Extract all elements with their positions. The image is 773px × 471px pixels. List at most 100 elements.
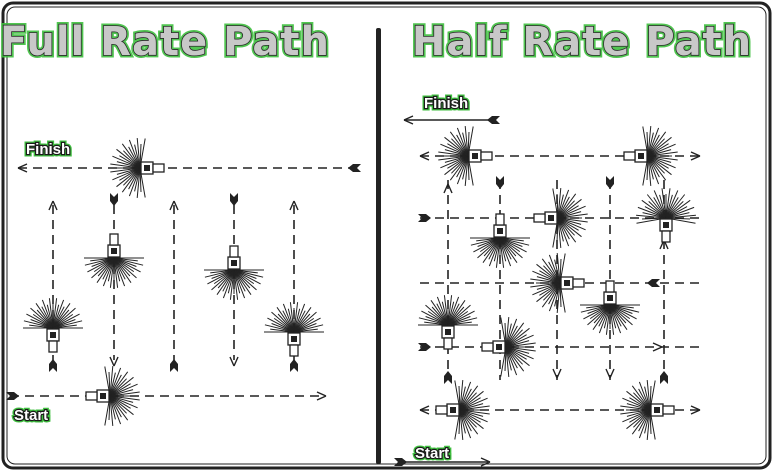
spray-stream [418, 317, 449, 326]
sprayer-core [607, 295, 613, 301]
spray-stream [462, 132, 469, 157]
sprayer-icon [438, 126, 493, 186]
sprayer-icon [264, 302, 324, 357]
spray-stream [499, 237, 523, 259]
spray-stream [622, 397, 651, 411]
spray-stream [116, 161, 141, 169]
arrowhead-stroke [690, 151, 701, 161]
spray-stream [459, 409, 472, 432]
sprayer-icon [620, 380, 675, 440]
sprayer-core [497, 228, 503, 234]
spray-stream [557, 217, 586, 231]
spray-stream [665, 206, 688, 219]
spray-stream [505, 346, 523, 365]
spray-stream [626, 409, 651, 417]
spray-stream [557, 198, 582, 219]
spray-stream [505, 318, 518, 348]
spray-stream [647, 149, 672, 157]
spray-stream [233, 269, 252, 295]
spray-stream [505, 346, 536, 352]
spray-stream [459, 392, 477, 411]
spray-stream [557, 217, 582, 238]
spray-stream [665, 206, 695, 219]
spray-stream [556, 253, 561, 284]
spray-stream [626, 409, 651, 430]
arrowhead-stroke [552, 368, 562, 379]
fletching-icon [49, 359, 57, 372]
full-finish-label: Finish [26, 141, 70, 158]
spray-stream [447, 295, 453, 326]
spray-stream [52, 307, 76, 329]
spray-stream [459, 397, 481, 411]
spray-stream [467, 131, 470, 157]
spray-stream [108, 395, 111, 421]
fletching-icon [348, 164, 361, 172]
spray-stream [113, 257, 141, 273]
spray-stream [444, 149, 469, 157]
spray-stream [557, 217, 577, 243]
spray-stream [557, 205, 579, 219]
spray-stream [647, 136, 672, 157]
spray-stream [464, 155, 469, 186]
sprayer-handle [435, 405, 448, 415]
spray-stream [459, 409, 479, 435]
spray-stream [52, 299, 65, 329]
sprayer-core [638, 153, 644, 159]
arrowhead-icon [229, 356, 239, 367]
spray-stream [647, 138, 665, 157]
spray-stream [557, 217, 579, 231]
spray-stream [587, 304, 611, 326]
spray-stream [233, 269, 239, 300]
sprayer-icon [623, 126, 678, 186]
full-rate-title-glow: Full Rate Path [0, 19, 330, 65]
spray-stream [649, 385, 652, 411]
spray-stream [271, 311, 295, 333]
spray-stream [119, 155, 141, 169]
spray-stream [233, 269, 246, 299]
spray-stream [536, 282, 561, 290]
fletching-icon [647, 279, 660, 287]
diagram-frame-inner [6, 6, 767, 465]
spray-stream [647, 155, 676, 169]
spray-stream [505, 340, 530, 348]
spray-stream [109, 391, 140, 397]
spray-stream [557, 196, 570, 219]
spray-stream [447, 155, 469, 169]
spray-stream [447, 317, 478, 326]
spray-stream [459, 397, 488, 411]
spray-stream [488, 237, 501, 267]
spray-stream [447, 296, 460, 326]
spray-stream [647, 155, 665, 174]
spray-stream [451, 138, 469, 157]
spray-stream [505, 323, 512, 348]
arrowhead-icon [443, 183, 453, 194]
half-finish-label-glow: Finish [424, 95, 468, 112]
spray-stream [557, 217, 564, 242]
spray-stream [559, 282, 562, 308]
spray-stream [459, 409, 490, 415]
spray-stream [447, 143, 469, 157]
spray-stream [505, 346, 510, 377]
spray-stream [646, 131, 649, 157]
sprayer-handle [533, 213, 546, 223]
spray-stream [559, 258, 562, 284]
spray-stream [109, 395, 116, 420]
spray-stream [622, 409, 651, 423]
fletching-icon [170, 359, 178, 372]
spray-stream [665, 197, 679, 219]
spray-stream [548, 261, 561, 284]
sprayer-group [23, 126, 696, 440]
spray-stream [557, 193, 577, 219]
sprayer-core [50, 332, 56, 338]
spray-stream [451, 155, 469, 174]
fletching-icon [444, 371, 452, 384]
spray-stream [109, 372, 116, 397]
fletching-shape [418, 343, 431, 351]
spray-stream [123, 150, 141, 169]
spray-stream [233, 269, 264, 278]
spray-stream [109, 383, 131, 397]
spray-stream [647, 155, 652, 186]
spray-stream [123, 167, 141, 186]
spray-stream [505, 329, 523, 348]
spray-stream [482, 237, 501, 263]
